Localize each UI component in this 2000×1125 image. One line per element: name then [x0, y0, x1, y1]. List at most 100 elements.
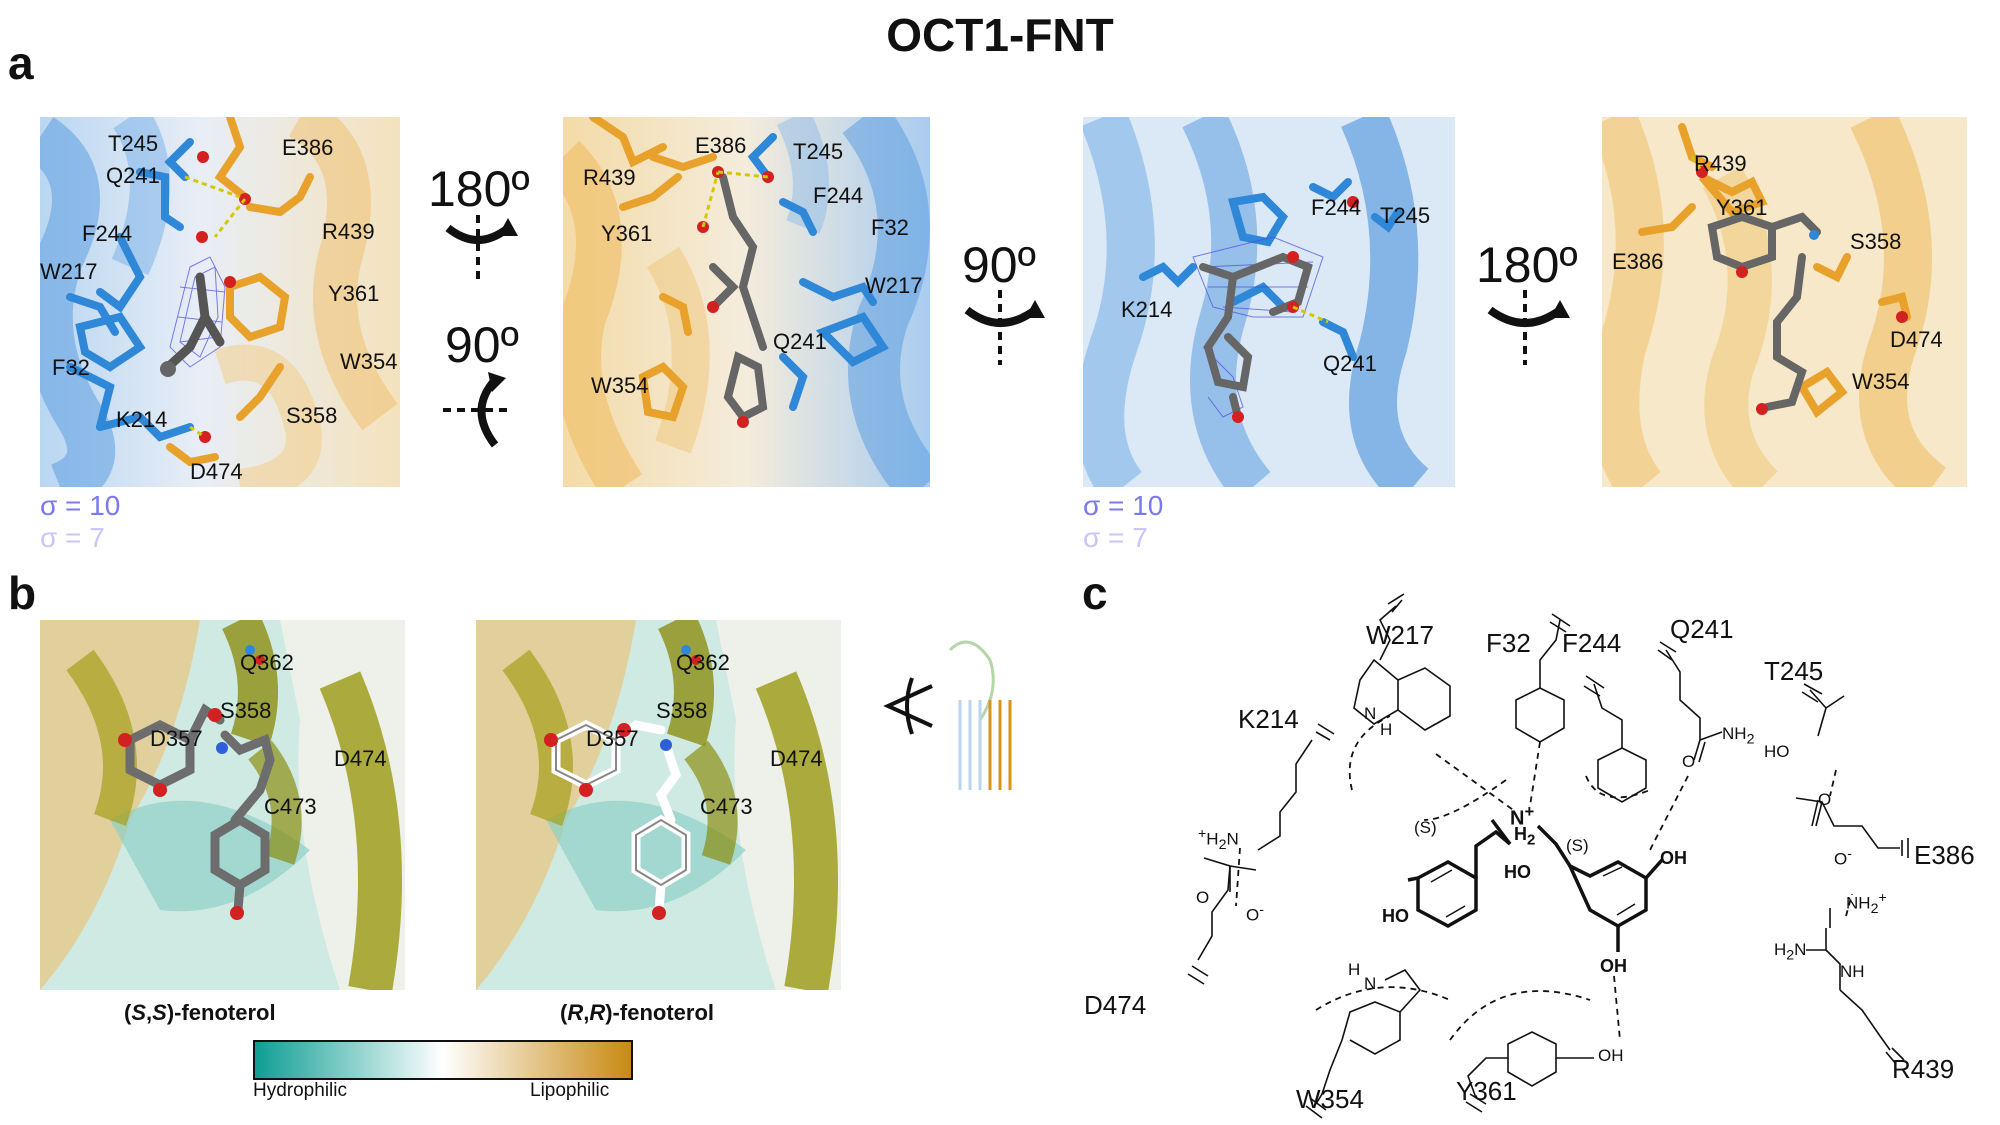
residue-label: Q241: [1323, 351, 1377, 376]
residue-label-E386: E386: [1914, 840, 1975, 870]
residue-label: T245: [1380, 203, 1431, 228]
residue-label: T245: [793, 139, 844, 164]
colorbar-label-lipophilic: Lipophilic: [530, 1080, 610, 1101]
colorbar-label-hydrophilic: Hydrophilic: [253, 1080, 347, 1101]
residue-label: R439: [1694, 151, 1747, 176]
residue-label: Q241: [773, 329, 827, 354]
residue-label-W354: W354: [1296, 1084, 1364, 1114]
group-amine-h2: H2: [1514, 824, 1536, 849]
residue-label: W354: [340, 349, 398, 374]
structure-view-3-graphic: [1083, 117, 1455, 487]
group-ho-benzylic: HO: [1504, 862, 1531, 882]
residue-label: S358: [286, 403, 338, 428]
group-oh-resorcinol-1: OH: [1660, 848, 1687, 868]
surface-view-ss: Q362 S358 D357 D474 C473: [40, 620, 405, 990]
group-amine: N+: [1510, 802, 1535, 830]
rotation-label: 180º: [428, 161, 530, 217]
group-r439-nh2: NH2+: [1846, 890, 1887, 918]
group-r439-h2n: H2N: [1774, 940, 1807, 964]
structure-view-2: R439 E386 T245 F244 F32 Y361 W217 Q241 W…: [563, 117, 930, 487]
residue-label-W217: W217: [1366, 620, 1434, 650]
group-nh2: NH2: [1722, 724, 1755, 748]
residue-label: D474: [334, 746, 387, 771]
group-o-d474: O: [1196, 888, 1210, 907]
residue-label: W217: [865, 273, 923, 298]
group-o-e386: O: [1818, 790, 1832, 809]
group-r439-nh: NH: [1840, 962, 1865, 981]
residue-label-Y361: Y361: [1456, 1076, 1517, 1106]
residue-label-R439: R439: [1892, 1054, 1955, 1084]
residue-label-D474: D474: [1084, 990, 1147, 1020]
rotation-label: 180º: [1476, 237, 1578, 293]
sigma-high-label: σ = 10: [40, 490, 121, 521]
residue-label: D357: [150, 726, 203, 751]
residue-label: W354: [1852, 369, 1910, 394]
residue-label-T245: T245: [1764, 656, 1824, 686]
residue-label: S358: [1850, 229, 1902, 254]
residue-label: K214: [116, 407, 168, 432]
residue-label: T245: [108, 131, 159, 156]
residue-label: E386: [695, 133, 747, 158]
group-oh-y361: OH: [1598, 1046, 1624, 1065]
residue-label: Q241: [106, 163, 160, 188]
residue-label: C473: [700, 794, 753, 819]
group-s-stereo-2: (S): [1566, 836, 1589, 855]
structure-view-4-graphic: [1602, 117, 1967, 487]
panel-label-a: a: [8, 37, 34, 89]
rotation-label: 90º: [445, 317, 519, 373]
group-o-minus-e386: O-: [1834, 846, 1852, 869]
structure-view-1-graphic: [40, 117, 400, 487]
panel-label-c: c: [1082, 567, 1108, 619]
residue-label: D474: [190, 459, 243, 484]
residue-label: F244: [82, 221, 133, 246]
surface-view-rr-graphic: [476, 620, 841, 990]
residue-label: S358: [656, 698, 708, 723]
residue-label: Q362: [676, 650, 730, 675]
group-n-w354: N: [1364, 974, 1377, 993]
residue-label-K214: K214: [1238, 704, 1299, 734]
structure-view-3: F244 T245 K214 Q241: [1083, 117, 1455, 487]
residue-label: S358: [220, 698, 272, 723]
residue-label: Y361: [601, 221, 653, 246]
residue-label: F32: [52, 355, 90, 380]
group-n-indole: N: [1364, 704, 1377, 723]
surface-view-rr: Q362 S358 D357 D474 C473: [476, 620, 841, 990]
group-h3n: +H2N: [1198, 826, 1239, 854]
group-oh-resorcinol-2: OH: [1600, 956, 1627, 976]
residue-label: E386: [1612, 249, 1664, 274]
residue-label: C473: [264, 794, 317, 819]
residue-label-F244: F244: [1562, 628, 1622, 658]
rotation-label: 90º: [962, 237, 1036, 293]
caption-ss-fenoterol: (S,S)-fenoterol: [124, 1000, 276, 1025]
group-s-stereo-1: (S): [1414, 818, 1437, 837]
residue-label: F32: [871, 215, 909, 240]
structure-view-1: T245 E386 Q241 R439 F244 W217 Y361 W354 …: [40, 117, 400, 487]
group-o: O: [1682, 752, 1696, 771]
residue-label-F32: F32: [1486, 628, 1531, 658]
residue-label: D474: [1890, 327, 1943, 352]
group-h-w354: H: [1348, 960, 1361, 979]
residue-label: F244: [1311, 195, 1362, 220]
residue-label: Y361: [1716, 195, 1768, 220]
structure-view-4: R439 Y361 S358 E386 D474 W354: [1602, 117, 1967, 487]
surface-view-ss-graphic: [40, 620, 405, 990]
group-ho-phenol: HO: [1382, 906, 1409, 926]
group-ho-t245: HO: [1764, 742, 1790, 761]
group-h-indole: H: [1380, 720, 1393, 739]
figure-title: OCT1-FNT: [886, 9, 1114, 61]
residue-label-Q241: Q241: [1670, 614, 1734, 644]
residue-label: W354: [591, 373, 649, 398]
caption-rr-fenoterol: (R,R)-fenoterol: [560, 1000, 714, 1025]
residue-label: F244: [813, 183, 864, 208]
residue-label: R439: [583, 165, 636, 190]
residue-label: K214: [1121, 297, 1173, 322]
sigma-high-label: σ = 10: [1083, 490, 1164, 521]
residue-label: D474: [770, 746, 823, 771]
residue-label: Y361: [328, 281, 380, 306]
residue-label: R439: [322, 219, 375, 244]
sigma-low-label: σ = 7: [1083, 522, 1148, 553]
sigma-low-label: σ = 7: [40, 522, 105, 553]
group-o-minus-d474: O-: [1246, 902, 1264, 925]
hydrophobicity-colorbar: [253, 1040, 633, 1080]
residue-label: E386: [282, 135, 334, 160]
